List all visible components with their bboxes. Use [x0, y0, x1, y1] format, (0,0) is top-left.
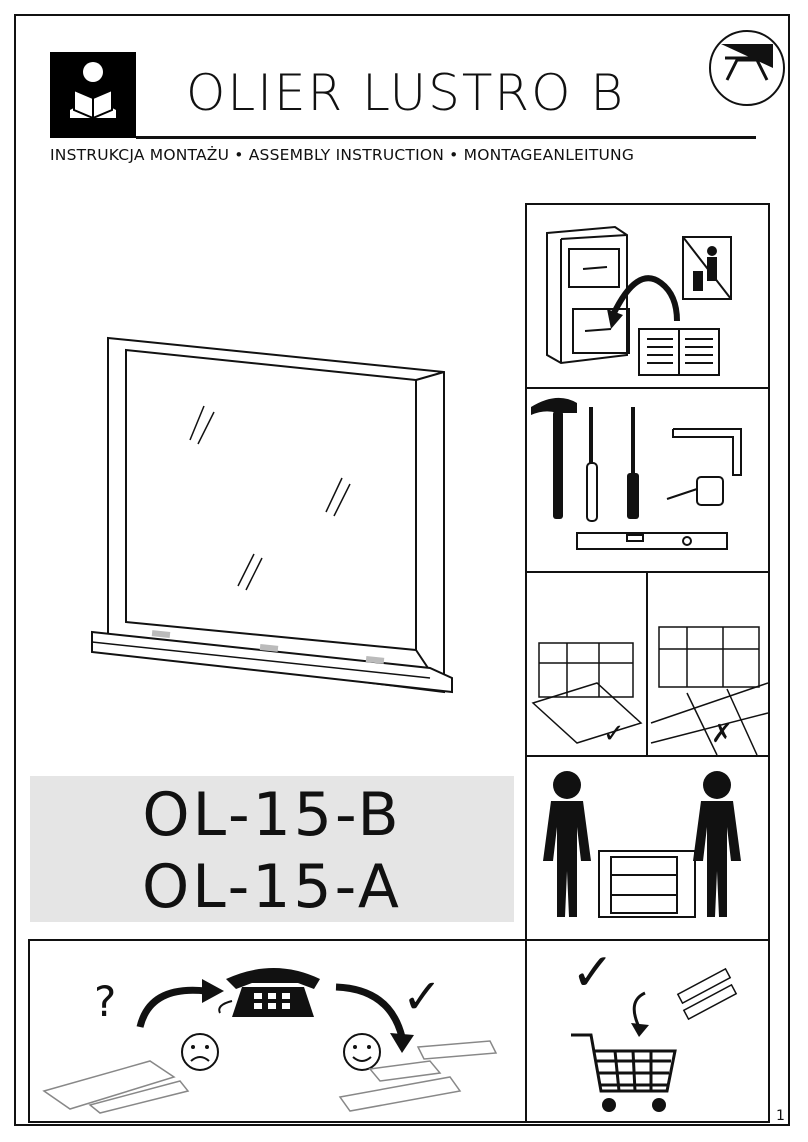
cart-check-mark: ✓	[571, 943, 615, 1003]
document-title: OLIER LUSTRO B	[186, 64, 626, 122]
brand-logo-icon	[707, 28, 787, 108]
panel-tools	[525, 387, 770, 573]
mirror-illustration	[80, 330, 460, 700]
panel-floor: ✓ ✗	[525, 571, 770, 757]
document-subtitle: INSTRUKCJA MONTAŻU • ASSEMBLY INSTRUCTIO…	[50, 146, 635, 164]
panel-cart: ✓	[525, 939, 770, 1123]
panel-phone-help: ? ✓	[28, 939, 527, 1123]
page-number: 1	[776, 1108, 785, 1124]
product-code-b: OL-15-B	[142, 780, 402, 850]
reader-icon	[50, 52, 136, 138]
floor-ok-mark: ✓	[603, 719, 625, 749]
panel-two-people	[525, 755, 770, 941]
title-underline	[136, 136, 756, 139]
help-check-mark: ✓	[402, 969, 443, 1025]
product-code-box	[30, 776, 514, 922]
floor-bad-mark: ✗	[711, 719, 733, 749]
product-code-a: OL-15-A	[142, 852, 402, 922]
panel-packaging	[525, 203, 770, 389]
page-frame	[14, 14, 790, 1126]
question-mark: ?	[94, 977, 117, 1026]
